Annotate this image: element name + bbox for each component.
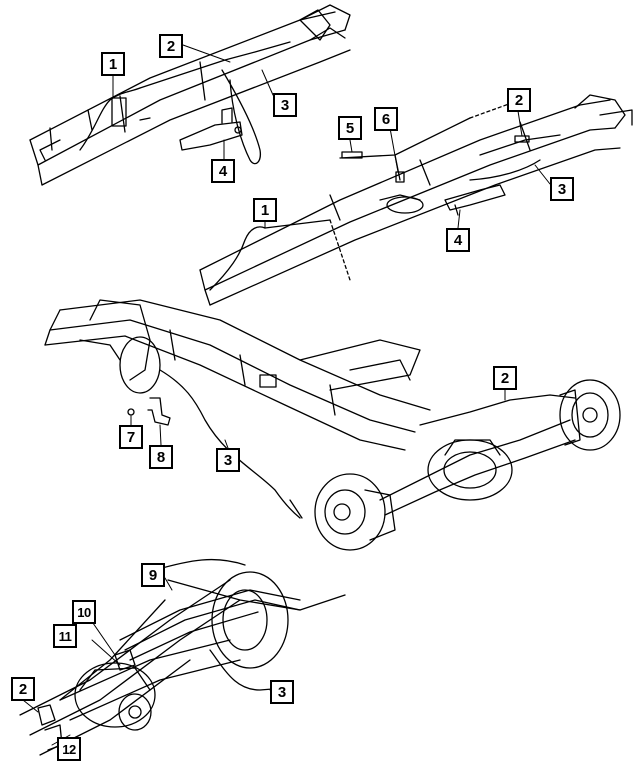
callout-3: 3	[270, 680, 294, 704]
callout-5: 5	[338, 116, 362, 140]
leader-lines	[22, 44, 551, 746]
callout-2: 2	[507, 88, 531, 112]
callout-3: 3	[273, 93, 297, 117]
view-4-axle-detail	[19, 558, 346, 756]
callout-4: 4	[211, 159, 235, 183]
callout-9: 9	[141, 563, 165, 587]
callout-1: 1	[101, 52, 125, 76]
callout-7: 7	[119, 425, 143, 449]
callout-8: 8	[149, 445, 173, 469]
callout-12: 12	[57, 737, 81, 761]
callout-1: 1	[253, 198, 277, 222]
callout-10: 10	[72, 600, 96, 624]
view-1-frame-rail	[29, 4, 351, 186]
callout-4: 4	[446, 228, 470, 252]
callout-3: 3	[216, 448, 240, 472]
callout-2: 2	[11, 677, 35, 701]
callout-11: 11	[53, 624, 77, 648]
callout-2: 2	[159, 34, 183, 58]
callout-6: 6	[374, 107, 398, 131]
view-2-frame-rail	[199, 94, 633, 306]
view-3-frame-and-axle	[44, 299, 621, 551]
callout-2: 2	[493, 366, 517, 390]
callout-3: 3	[550, 177, 574, 201]
